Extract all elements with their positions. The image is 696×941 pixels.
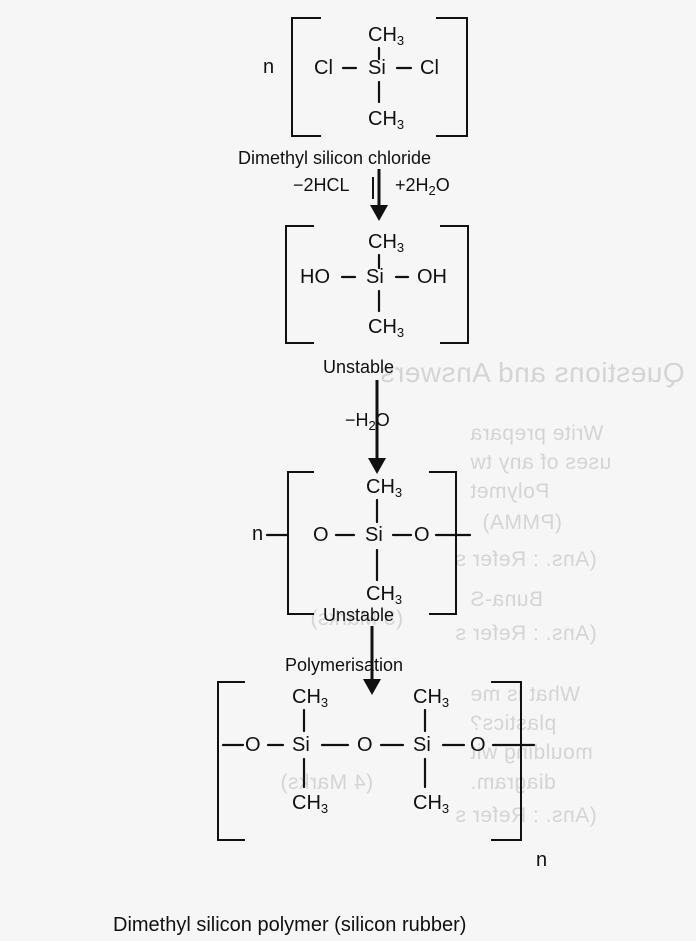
polymer-bottom-methyl-left-ch: CH: [292, 792, 321, 814]
monomer-caption: Dimethyl silicon chloride: [238, 148, 431, 168]
silanediol-left-bracket: [285, 225, 314, 344]
condensation-label-sub: 2: [369, 418, 376, 433]
silanediol-top-methyl-sub: 3: [397, 240, 404, 255]
hydrolysis-right-main: +2H: [395, 175, 429, 195]
hydrolysis-step: −2HCL +2H2O: [293, 169, 450, 221]
monomer-right-chlorine: Cl: [420, 57, 439, 79]
polymer-structure: O CH3 Si CH3 O CH3 Si CH3 O n Dimethyl s…: [113, 681, 547, 936]
polymer-bottom-methyl-right-ch: CH: [413, 792, 442, 814]
repeat-right-bracket: [429, 471, 457, 615]
hydrolysis-arrow-head: [370, 205, 388, 221]
polymer-right-bracket: [491, 681, 522, 841]
polymerisation-label: Polymerisation: [285, 655, 403, 675]
condensation-step: −H2O: [345, 380, 390, 474]
monomer-left-bracket: [291, 17, 321, 137]
polymer-bottom-methyl-right: CH3: [413, 792, 449, 816]
condensation-label-main: −H: [345, 410, 369, 430]
polymer-middle-oxygen: O: [357, 734, 373, 756]
repeat-left-oxygen: O: [313, 524, 329, 546]
polymer-top-methyl-left: CH3: [292, 686, 328, 710]
polymer-silicon-right: Si: [413, 734, 431, 756]
polymer-caption: Dimethyl silicon polymer (silicon rubber…: [113, 914, 466, 936]
repeat-caption: Unstable: [323, 605, 394, 625]
monomer-bottom-methyl-sub: 3: [397, 117, 404, 132]
monomer-left-chlorine: Cl: [314, 57, 333, 79]
monomer-top-methyl: CH3: [368, 24, 404, 48]
repeat-silicon: Si: [365, 524, 383, 546]
repeat-unit-n: n: [252, 523, 263, 545]
repeat-top-methyl-sub: 3: [395, 485, 402, 500]
monomer-top-methyl-ch: CH: [368, 24, 397, 46]
repeat-unit-structure: n CH3 O Si O CH3 Unstable: [252, 471, 472, 625]
hydrolysis-left-label: −2HCL: [293, 175, 350, 195]
hydrolysis-right-sub: 2: [429, 183, 436, 198]
polymerisation-step: Polymerisation: [285, 626, 403, 695]
polymer-top-methyl-left-sub: 3: [321, 695, 328, 710]
polymer-bottom-methyl-left: CH3: [292, 792, 328, 816]
repeat-left-bracket: [287, 471, 314, 615]
polymer-left-oxygen: O: [245, 734, 261, 756]
repeat-top-methyl-ch: CH: [366, 476, 395, 498]
polymer-left-bracket: [217, 681, 245, 841]
silanediol-right-hydroxyl: OH: [417, 266, 447, 288]
silanediol-top-methyl: CH3: [368, 231, 404, 255]
monomer-silicon: Si: [368, 57, 386, 79]
repeat-bottom-methyl-ch: CH: [366, 583, 395, 605]
monomer-structure: n CH3 Cl Si Cl CH3 Dimethyl silicon chlo…: [238, 17, 468, 168]
silanediol-left-hydroxyl: HO: [300, 266, 330, 288]
condensation-label-tail: O: [376, 410, 390, 430]
monomer-bottom-methyl: CH3: [368, 108, 404, 132]
repeat-top-methyl: CH3: [366, 476, 402, 500]
polymer-repeat-n: n: [536, 849, 547, 871]
repeat-right-oxygen: O: [414, 524, 430, 546]
monomer-right-bracket: [436, 17, 468, 137]
silanediol-bottom-methyl: CH3: [368, 316, 404, 340]
monomer-bottom-methyl-ch: CH: [368, 108, 397, 130]
condensation-arrow-head: [368, 458, 386, 474]
silanediol-bottom-methyl-sub: 3: [397, 325, 404, 340]
silanediol-bottom-methyl-ch: CH: [368, 316, 397, 338]
condensation-label: −H2O: [345, 410, 390, 433]
polymer-top-methyl-right-sub: 3: [442, 695, 449, 710]
polymer-bottom-methyl-right-sub: 3: [442, 801, 449, 816]
polymer-top-methyl-left-ch: CH: [292, 686, 321, 708]
monomer-repeat-n: n: [263, 56, 274, 78]
silanediol-silicon: Si: [366, 266, 384, 288]
silanediol-top-methyl-ch: CH: [368, 231, 397, 253]
repeat-bottom-methyl-sub: 3: [395, 592, 402, 607]
repeat-bottom-methyl: CH3: [366, 583, 402, 607]
monomer-top-methyl-sub: 3: [397, 33, 404, 48]
hydrolysis-right-label: +2H2O: [395, 175, 450, 198]
silanediol-caption: Unstable: [323, 357, 394, 377]
polymer-top-methyl-right: CH3: [413, 686, 449, 710]
polymer-bottom-methyl-left-sub: 3: [321, 801, 328, 816]
polymerisation-arrow-head: [363, 679, 381, 695]
polymer-silicon-left: Si: [292, 734, 310, 756]
polymer-right-oxygen: O: [470, 734, 486, 756]
polymer-top-methyl-right-ch: CH: [413, 686, 442, 708]
hydrolysis-right-tail: O: [436, 175, 450, 195]
silanediol-structure: CH3 HO Si OH CH3 Unstable: [285, 225, 469, 377]
silanediol-right-bracket: [440, 225, 469, 344]
